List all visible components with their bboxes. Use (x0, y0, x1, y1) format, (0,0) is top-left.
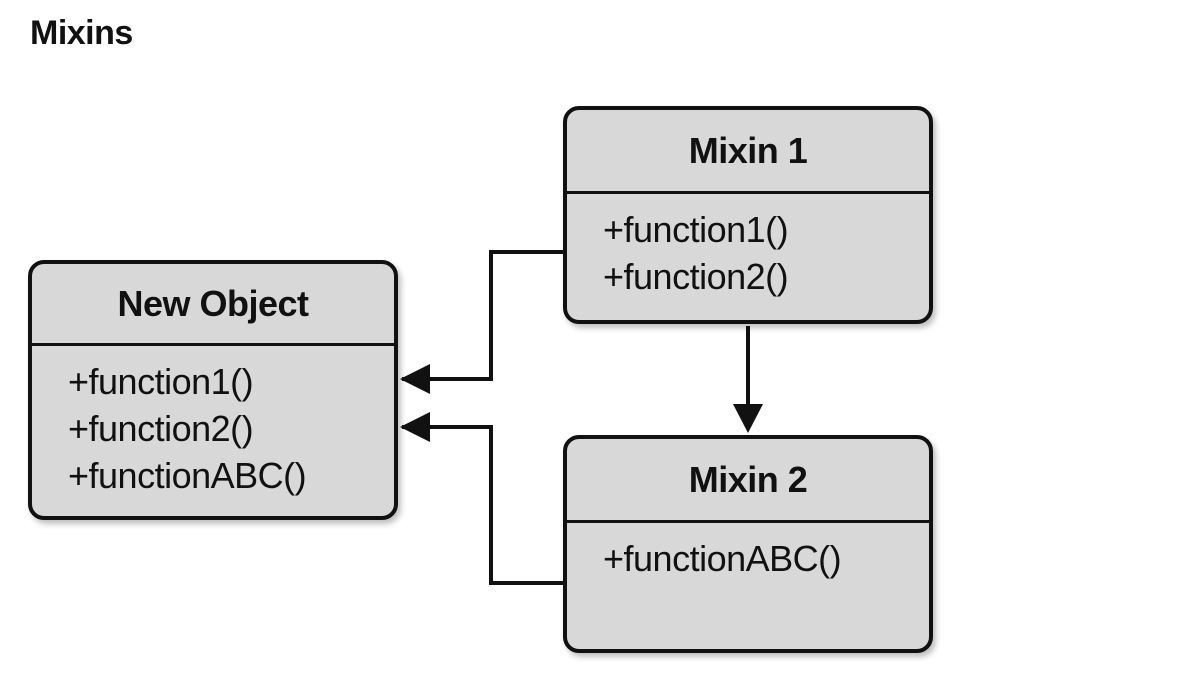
mixin-1-methods: +function1() +function2() (567, 194, 929, 300)
mixin-2-box: Mixin 2 +functionABC() (563, 435, 933, 653)
arrowhead-mixin1-to-mixin2 (733, 404, 763, 433)
mixin-1-name: Mixin 1 (567, 110, 929, 194)
method-item: +function1() (68, 361, 254, 402)
method-item: +function2() (603, 256, 789, 297)
arrow-mixin1-to-new-object (402, 250, 563, 381)
method-item: +functionABC() (68, 455, 307, 496)
arrowhead-mixin1-to-new-object (400, 364, 430, 394)
new-object-name: New Object (32, 264, 394, 346)
method-item: +functionABC() (603, 538, 842, 579)
diagram-title: Mixins (30, 14, 133, 52)
arrowhead-mixin2-to-new-object (400, 412, 430, 442)
method-item: +function2() (68, 408, 254, 449)
mixin-2-methods: +functionABC() (567, 523, 929, 582)
new-object-methods: +function1() +function2() +functionABC() (32, 346, 394, 499)
mixin-1-box: Mixin 1 +function1() +function2() (563, 106, 933, 324)
mixin-2-name: Mixin 2 (567, 439, 929, 523)
arrow-mixin2-to-new-object (402, 425, 563, 585)
method-item: +function1() (603, 209, 789, 250)
new-object-box: New Object +function1() +function2() +fu… (28, 260, 398, 520)
